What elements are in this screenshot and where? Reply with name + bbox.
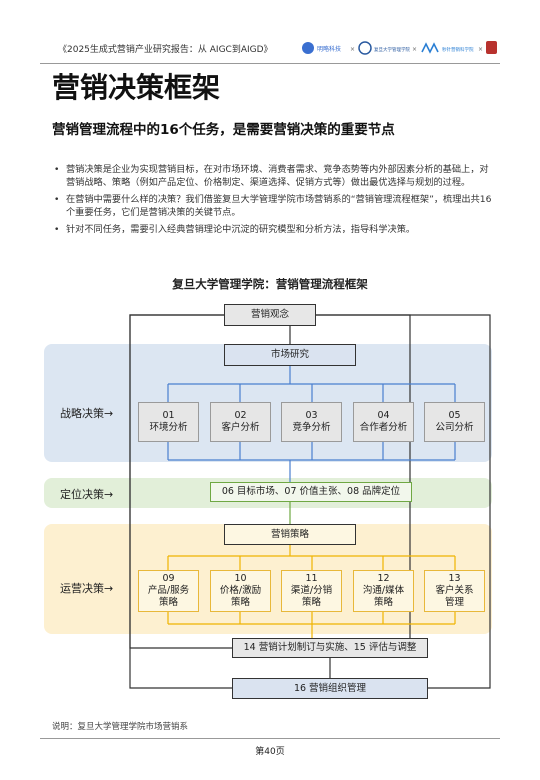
strategy-decision-label: 战略决策→ <box>60 407 114 420</box>
task-number: 11 <box>305 573 318 584</box>
task-name: 客户分析 <box>221 422 260 433</box>
partner-logos: 明略科技 × 复旦大学管理学院 × 秒针营销科学院 × <box>300 38 500 58</box>
outer-loop-org-right <box>316 314 491 689</box>
positioning-decision-label: 定位决策→ <box>60 488 114 501</box>
operations-task-box: 10 价格/激励策略 <box>210 570 271 612</box>
task-number: 04 <box>377 410 390 421</box>
bullet-dot: • <box>54 194 60 205</box>
logo-text-1: 明略科技 <box>317 45 341 53</box>
task-number: 10 <box>234 573 247 584</box>
logo-separator-2: × <box>412 46 417 53</box>
logo-text-2: 复旦大学管理学院 <box>374 46 410 53</box>
strategy-task-box: 04 合作者分析 <box>353 402 414 442</box>
task-name: 价格/激励策略 <box>219 585 262 608</box>
positioning-box: 06 目标市场、07 价值主张、08 品牌定位 <box>210 482 412 502</box>
task-number: 05 <box>448 410 461 421</box>
bullet-text: 营销决策是企业为实现营销目标，在对市场环境、消费者需求、竞争态势等内外部因素分析… <box>66 164 489 188</box>
task-name: 客户关系管理 <box>435 585 474 608</box>
operations-task-box: 11 渠道/分销策略 <box>281 570 342 612</box>
task-number: 09 <box>162 573 175 584</box>
marketing-concept-box: 营销观念 <box>224 304 316 326</box>
operations-task-box: 13 客户关系管理 <box>424 570 485 612</box>
strategy-task-box: 01 环境分析 <box>138 402 199 442</box>
strategy-task-box: 05 公司分析 <box>424 402 485 442</box>
fudan-seal-icon <box>358 41 372 55</box>
bullet-item: • 在营销中需要什么样的决策？我们借鉴复旦大学管理学院市场营销系的“营销管理流程框… <box>52 193 492 219</box>
source-note: 说明：复旦大学管理学院市场营销系 <box>52 722 189 732</box>
task-name: 公司分析 <box>435 422 474 433</box>
task-name: 渠道/分销策略 <box>290 585 333 608</box>
bullet-list: • 营销决策是企业为实现营销目标，在对市场环境、消费者需求、竞争态势等内外部因素分… <box>52 163 492 240</box>
operations-task-box: 12 沟通/媒体策略 <box>353 570 414 612</box>
logo-separator-1: × <box>350 46 355 53</box>
task-number: 13 <box>448 573 461 584</box>
task-name: 产品/服务策略 <box>147 585 190 608</box>
logo-strip: 明略科技 × 复旦大学管理学院 × 秒针营销科学院 × <box>302 41 497 55</box>
plan-evaluate-box: 14 营销计划制订与实施、15 评估与调整 <box>232 638 428 658</box>
bullet-item: • 针对不同任务，需要引入经典营销理论中沉淀的研究模型和分析方法，指导科学决策。 <box>52 223 492 236</box>
task-name: 环境分析 <box>149 422 188 433</box>
diagram-title: 复旦大学管理学院：营销管理流程框架 <box>172 277 368 291</box>
header-divider <box>40 63 500 64</box>
bullet-item: • 营销决策是企业为实现营销目标，在对市场环境、消费者需求、竞争态势等内外部因素分… <box>52 163 492 189</box>
operations-task-box: 09 产品/服务策略 <box>138 570 199 612</box>
task-name: 合作者分析 <box>359 422 408 433</box>
market-research-box: 市场研究 <box>224 344 356 366</box>
logo-separator-3: × <box>478 46 483 53</box>
report-title: 《2025生成式营销产业研究报告：从 AIGC到AIGD》 <box>58 45 273 55</box>
task-name: 沟通/媒体策略 <box>362 585 405 608</box>
mininglamp-logo-icon <box>302 42 314 54</box>
task-number: 12 <box>377 573 390 584</box>
strategy-task-box: 03 竞争分析 <box>281 402 342 442</box>
task-number: 02 <box>234 410 247 421</box>
operations-decision-label: 运营决策→ <box>60 582 114 595</box>
bullet-text: 在营销中需要什么样的决策？我们借鉴复旦大学管理学院市场营销系的“营销管理流程框架… <box>66 194 492 218</box>
outer-loop-org-left <box>129 314 232 689</box>
page-title: 营销决策框架 <box>52 71 221 104</box>
bullet-text: 针对不同任务，需要引入经典营销理论中沉淀的研究模型和分析方法，指导科学决策。 <box>66 224 416 235</box>
logo-text-3: 秒针营销科学院 <box>442 46 474 53</box>
task-name: 竞争分析 <box>292 422 331 433</box>
footer-divider <box>40 738 500 739</box>
organization-box: 16 营销组织管理 <box>232 678 428 699</box>
miaozhen-logo-icon <box>421 42 439 54</box>
page-subtitle: 营销管理流程中的16个任务，是需要营销决策的重要节点 <box>52 122 395 138</box>
bullet-dot: • <box>54 164 60 175</box>
bullet-dot: • <box>54 224 60 235</box>
task-number: 03 <box>305 410 318 421</box>
page-number: 第40页 <box>255 747 285 757</box>
task-number: 01 <box>162 410 175 421</box>
shield-logo-icon <box>486 41 497 54</box>
marketing-strategy-box: 营销策略 <box>224 524 356 545</box>
strategy-task-box: 02 客户分析 <box>210 402 271 442</box>
